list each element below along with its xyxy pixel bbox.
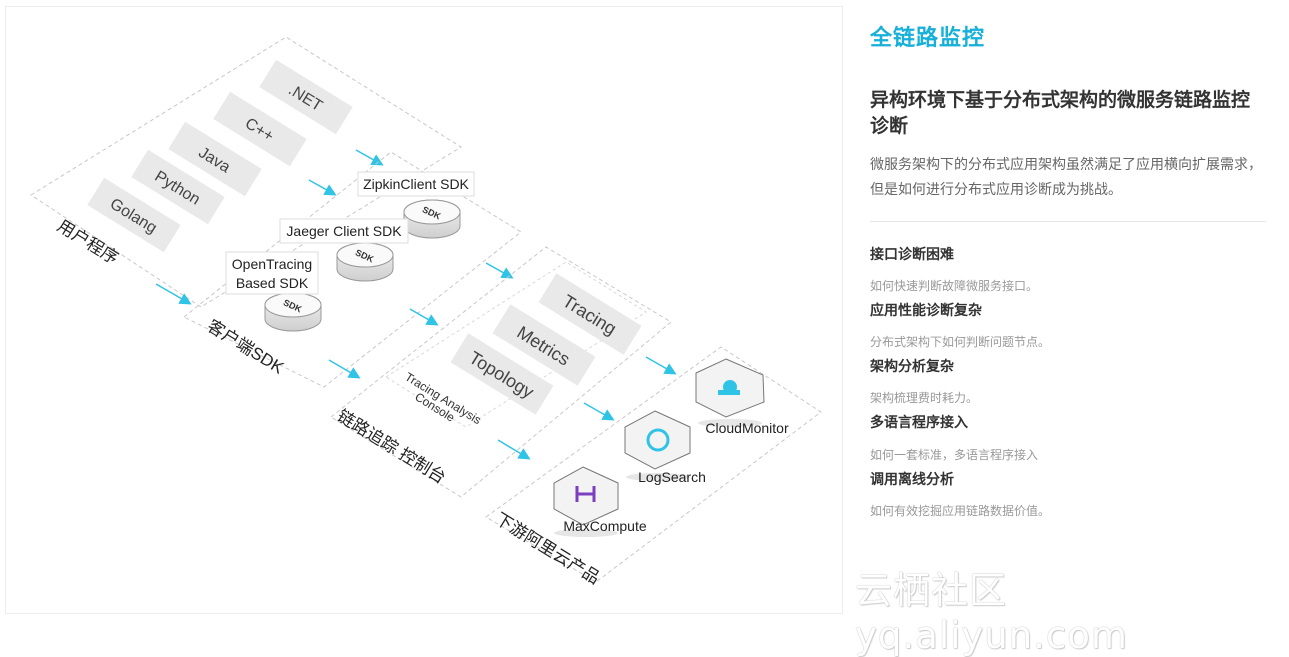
user-programs-label: 用户程序 xyxy=(54,216,122,268)
console-label: 链路追踪 控制台 xyxy=(334,406,449,487)
sdk-based-label: Based SDK xyxy=(236,275,309,291)
lang-box-golang: Golang xyxy=(87,177,181,253)
feature-description: 分布式架构下如何判断问题节点。 xyxy=(870,335,1051,349)
feature-description: 如何有效挖掘应用链路数据价值。 xyxy=(870,504,1051,518)
sdk-zipkin-label: ZipkinClient SDK xyxy=(363,176,469,192)
cloudmonitor-label: CloudMonitor xyxy=(705,420,789,436)
sdk-disk-zipkin: SDK xyxy=(403,199,461,239)
feature-heading: 调用离线分析 xyxy=(870,471,954,487)
feature-description: 如何一套标准，多语言程序接入 xyxy=(870,448,1039,462)
section-subtitle: 异构环境下基于分布式架构的微服务链路监控诊断 xyxy=(870,90,1251,137)
logsearch-label: LogSearch xyxy=(638,469,706,485)
sdk-disk-opentracing: SDK xyxy=(264,292,322,332)
feature-description: 如何快速判断故障微服务接口。 xyxy=(870,279,1039,293)
feature-description: 架构梳理费时耗力。 xyxy=(870,391,979,405)
logsearch-icon xyxy=(624,410,691,481)
sdk-disk-jaeger: SDK xyxy=(336,242,394,282)
arrows-2-3 xyxy=(328,262,514,379)
watermark: 云栖社区 yq.aliyun.com xyxy=(855,569,1128,657)
section-description: 微服务架构下的分布式应用架构虽然满足了应用横向扩展需求，但是如何进行分布式应用诊… xyxy=(870,156,1262,197)
cloudmonitor-icon xyxy=(695,358,765,427)
feature-heading: 架构分析复杂 xyxy=(870,358,954,374)
arrows-3-4 xyxy=(497,356,677,460)
lang-box-java: Java xyxy=(168,121,262,197)
sdk-opentracing-label: OpenTracing xyxy=(232,256,312,272)
console-layer: Tracing Metrics Topology Tracing Analysi… xyxy=(330,246,672,498)
architecture-diagram: .NET C++ Java Python Golang 用户程序 S xyxy=(5,6,843,614)
feature-heading: 接口诊断困难 xyxy=(870,246,954,262)
maxcompute-icon xyxy=(553,466,619,537)
maxcompute-label: MaxCompute xyxy=(563,518,646,534)
divider xyxy=(870,221,1266,222)
feature-heading: 应用性能诊断复杂 xyxy=(870,302,982,318)
feature-heading: 多语言程序接入 xyxy=(870,414,968,430)
page-title: 全链路监控 xyxy=(870,25,986,50)
arrows-1-2 xyxy=(155,149,384,305)
sdk-jaeger-label: Jaeger Client SDK xyxy=(286,223,402,239)
